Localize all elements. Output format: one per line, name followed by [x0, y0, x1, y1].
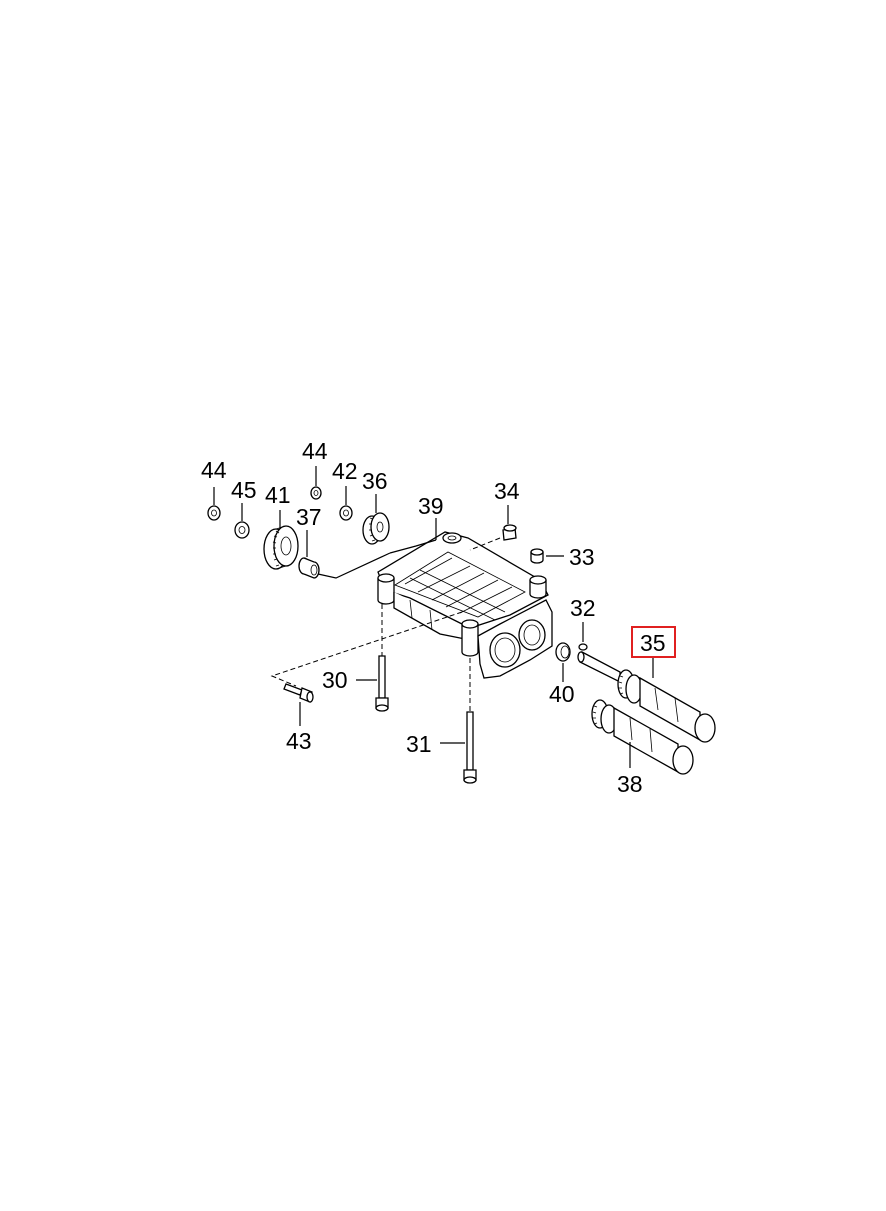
label-34: 34 — [494, 478, 520, 504]
part-35-balance-shaft[interactable] — [577, 651, 716, 743]
part-42-washer[interactable] — [339, 486, 353, 521]
part-41-gear[interactable] — [263, 510, 299, 570]
part-32-key[interactable] — [578, 622, 588, 651]
label-35[interactable]: 35 — [640, 630, 666, 656]
label-43: 43 — [286, 728, 312, 754]
part-30-bolt[interactable] — [356, 604, 389, 712]
label-44-upper: 44 — [302, 438, 328, 464]
label-40: 40 — [549, 681, 575, 707]
part-44-washer-upper[interactable] — [310, 466, 322, 500]
label-31: 31 — [406, 731, 432, 757]
part-45-washer[interactable] — [234, 503, 250, 539]
label-37: 37 — [296, 504, 322, 530]
part-34-bolt[interactable] — [469, 505, 517, 551]
label-45: 45 — [231, 477, 257, 503]
label-30: 30 — [322, 667, 348, 693]
part-31-bolt[interactable] — [440, 658, 477, 784]
part-37-bushing[interactable] — [298, 530, 391, 579]
part-38-balance-shaft[interactable] — [591, 699, 694, 775]
part-44-washer-left[interactable] — [207, 487, 221, 521]
label-38: 38 — [617, 771, 643, 797]
part-36-gear[interactable] — [362, 494, 390, 545]
label-39: 39 — [418, 493, 444, 519]
part-40-seal[interactable] — [555, 642, 571, 682]
part-43-bolt[interactable] — [270, 611, 463, 726]
part-33-dowel[interactable] — [530, 548, 564, 564]
label-42: 42 — [332, 458, 358, 484]
highlight-box-35 — [631, 626, 676, 658]
label-36: 36 — [362, 468, 388, 494]
label-44-left: 44 — [201, 457, 227, 483]
label-33: 33 — [569, 544, 595, 570]
label-32: 32 — [570, 595, 596, 621]
label-41: 41 — [265, 482, 291, 508]
part-39-housing[interactable] — [377, 518, 553, 679]
